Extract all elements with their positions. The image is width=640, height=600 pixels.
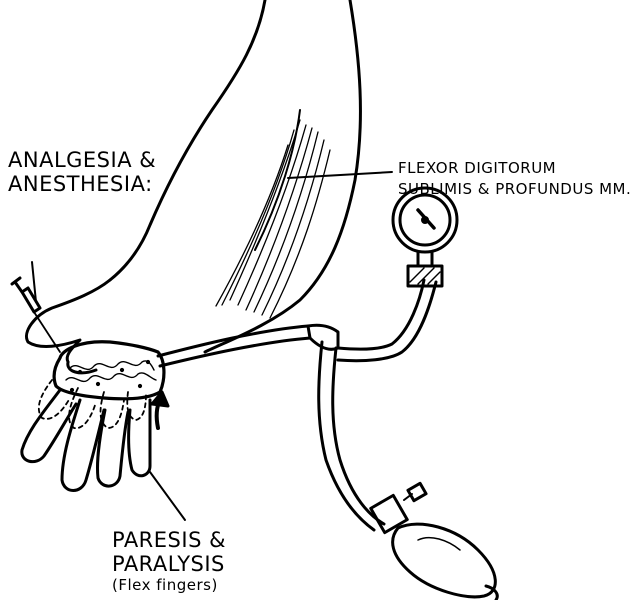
paresis-label: PARESIS & PARALYSIS (Flex fingers) — [112, 528, 226, 594]
hand — [22, 280, 150, 491]
bulb-highlight — [418, 538, 460, 550]
flexor-muscle-label: FLEXOR DIGITORUM SUBLIMIS & PROFUNDUS MM… — [398, 158, 631, 200]
paresis-label-note: (Flex fingers) — [112, 576, 226, 594]
tube-to-gauge — [338, 280, 424, 349]
analgesia-label: ANALGESIA & ANESTHESIA: — [8, 148, 156, 196]
flexor-muscle-hatching — [216, 120, 330, 318]
paresis-label-line2: PARALYSIS — [112, 552, 226, 576]
tube-to-bulb-left — [319, 342, 374, 530]
paresis-label-line1: PARESIS & — [112, 528, 226, 552]
analgesia-label-line1: ANALGESIA & — [8, 148, 156, 172]
gauge-pivot — [423, 218, 428, 223]
syringe-barrel — [22, 288, 40, 312]
paresis-leader-line — [150, 472, 185, 520]
syringe-plunger — [12, 278, 22, 292]
tube-to-bulb-right — [333, 348, 384, 524]
gauge-stem — [418, 252, 432, 266]
syringe — [12, 278, 60, 352]
finger-4 — [129, 400, 150, 476]
flexor-label-line2: SUBLIMIS & PROFUNDUS MM. — [398, 179, 631, 200]
pressure-gauge — [393, 188, 457, 286]
tube-lower-wall — [160, 338, 310, 366]
forearm-outline-upper — [110, 0, 265, 280]
bulb-screw — [408, 483, 426, 500]
bandage-texture — [66, 361, 156, 392]
inflation-bulb — [371, 483, 498, 600]
flexion-arrow — [152, 392, 168, 428]
tubing — [158, 280, 436, 530]
flexor-leader-line — [288, 172, 392, 178]
analgesia-label-line2: ANESTHESIA: — [8, 172, 156, 196]
flexor-label-line1: FLEXOR DIGITORUM — [398, 158, 631, 179]
finger-3 — [97, 410, 128, 486]
bulb-body — [393, 524, 496, 597]
